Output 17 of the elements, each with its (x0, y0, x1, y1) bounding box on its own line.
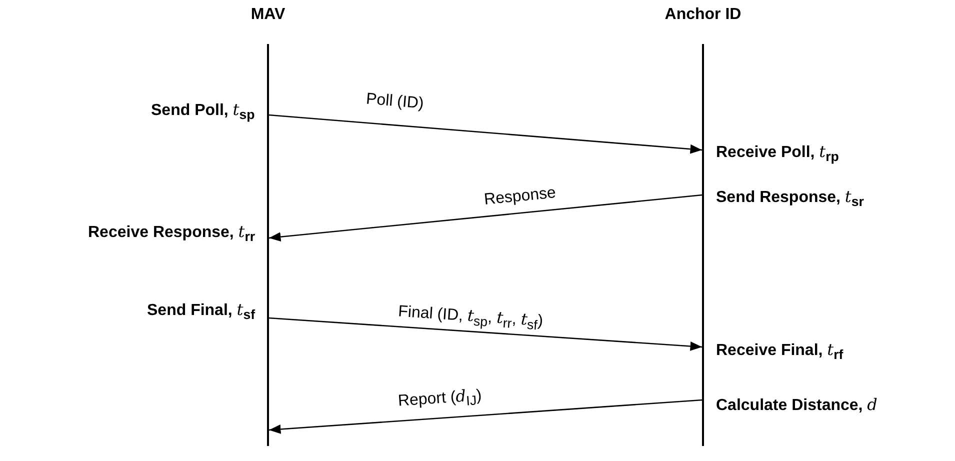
event-label: Send Final, t$_{sf}$ (147, 300, 256, 322)
event-label: Calculate Distance, d (716, 395, 878, 415)
event-label: Receive Final, t$_{rf}$ (716, 340, 844, 362)
event-label: Receive Poll, t$_{rp}$ (716, 142, 839, 164)
edge-label: Report (d$_{IJ}$) (397, 385, 482, 412)
message-arrow (268, 194, 702, 242)
edge-label: Final (ID, t$_{sp}$, t$_{rr}$, t$_{sf}$) (396, 302, 544, 333)
edge-label: Response (483, 184, 557, 210)
participant-heading: Anchor ID (664, 6, 742, 24)
message-arrow (268, 317, 702, 351)
message-arrow (268, 399, 702, 434)
event-label: Send Poll, t$_{sp}$ (151, 100, 255, 122)
message-arrow (268, 114, 702, 154)
participant-heading: MAV (250, 6, 286, 24)
edge-label: Poll (ID) (365, 90, 424, 114)
event-label: Receive Response, t$_{rr}$ (88, 222, 256, 244)
event-label: Send Response, t$_{sr}$ (716, 187, 864, 210)
